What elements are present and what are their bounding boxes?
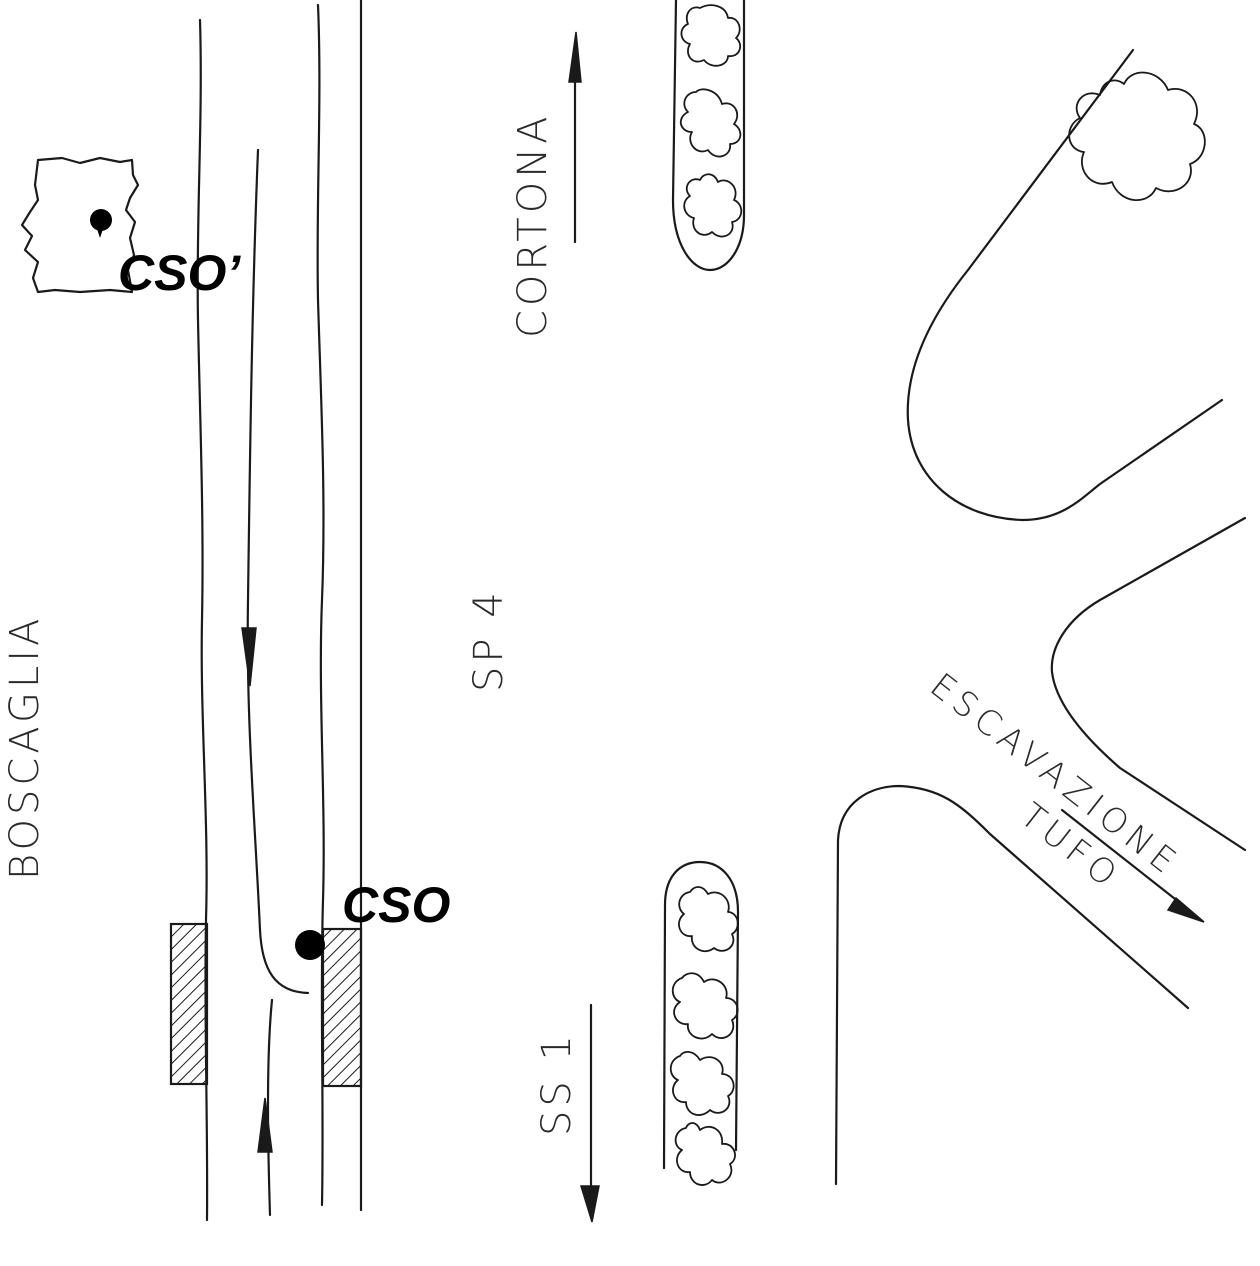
label-ss1: SS 1 — [534, 1031, 580, 1136]
label-boscaglia: BOSCAGLIA — [2, 615, 48, 880]
junction-lower-branch — [834, 784, 1190, 1186]
arrow-up-lane — [257, 1097, 273, 1153]
cso-prime-dot — [90, 209, 112, 231]
cso-label: CSO — [342, 877, 450, 933]
ss1-arrow-icon — [579, 1185, 600, 1223]
escavazione-direction-line — [1060, 808, 1186, 908]
tree-icon — [1068, 71, 1206, 202]
tree-icon — [683, 173, 743, 238]
escavazione-arrow-icon — [1166, 896, 1205, 923]
traffic-island-upper — [671, 0, 746, 272]
cso-prime-label: CSO’ — [118, 245, 241, 301]
lane-line-inner-lower — [266, 998, 274, 1217]
label-cortona: CORTONA — [510, 113, 556, 339]
cso-dot — [295, 930, 325, 960]
tree-icon — [680, 4, 742, 67]
road-edge-right — [316, 3, 325, 1207]
tree-icon — [669, 1051, 735, 1116]
hatched-block-right — [321, 927, 363, 1088]
traffic-island-lower — [662, 860, 740, 1170]
arrow-down-lane — [241, 627, 257, 687]
label-sp4: SP 4 — [466, 588, 512, 692]
junction-upper-branch — [906, 48, 1224, 522]
tree-icon — [671, 972, 739, 1040]
cso-prime-dot-tail — [96, 226, 104, 238]
tree-icon — [678, 886, 739, 953]
tree-icon — [674, 1122, 736, 1186]
tree-icon — [679, 88, 742, 158]
hatched-block-left — [169, 922, 209, 1086]
lane-line-inner — [246, 148, 310, 995]
cortona-arrow-icon — [568, 31, 582, 83]
building-outline — [20, 156, 140, 294]
junction-middle-branch — [1050, 516, 1247, 852]
